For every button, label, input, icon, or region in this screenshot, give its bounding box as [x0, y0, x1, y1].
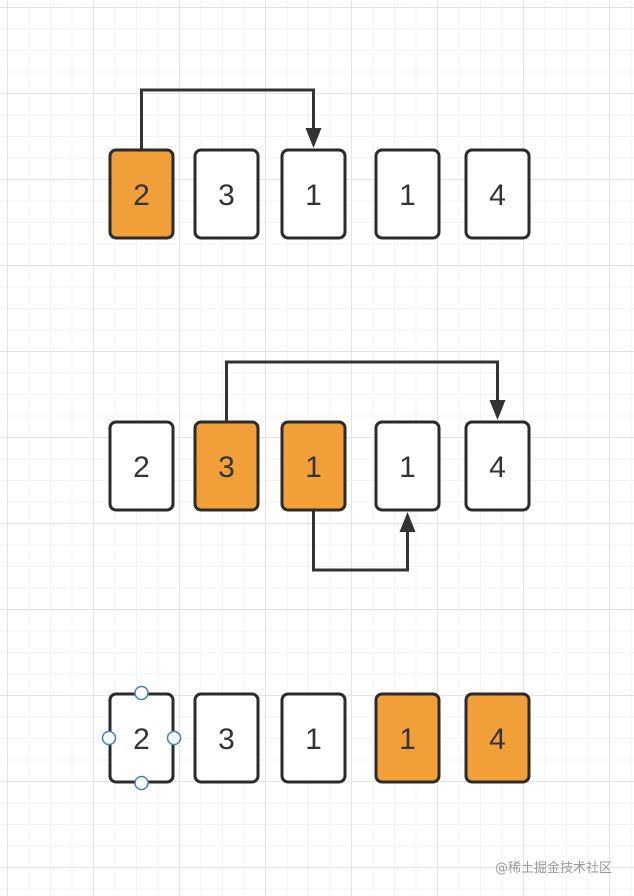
card-box-highlighted [108, 148, 175, 240]
card[interactable]: 1 [280, 420, 347, 512]
row-1: 2 3 1 1 4 [108, 148, 531, 240]
card-value: 4 [489, 723, 506, 756]
card-box [193, 148, 260, 240]
card-value: 4 [489, 179, 506, 212]
card[interactable]: 1 [374, 420, 441, 512]
card-value: 1 [305, 179, 322, 212]
arrow-head [305, 128, 322, 148]
card[interactable]: 4 [464, 692, 531, 784]
card-box [464, 148, 531, 240]
cards-layer: 2 3 1 1 4 2 3 1 1 4 2 3 1 1 4 [108, 148, 531, 784]
card[interactable]: 2 [108, 692, 175, 784]
card[interactable]: 2 [108, 420, 175, 512]
card[interactable]: 1 [374, 692, 441, 784]
card[interactable]: 3 [193, 420, 260, 512]
card[interactable]: 1 [280, 692, 347, 784]
card-value: 2 [133, 451, 150, 484]
card[interactable]: 2 [108, 148, 175, 240]
card-value: 1 [305, 451, 322, 484]
arrow-head [399, 512, 416, 532]
card-value: 3 [218, 451, 235, 484]
arrow-over [225, 360, 506, 422]
card-value: 4 [489, 451, 506, 484]
card-box-highlighted [464, 692, 531, 784]
card-box [280, 148, 347, 240]
handle-bottom[interactable] [134, 775, 149, 791]
selection-handles-layer [101, 685, 182, 791]
arrow-under [312, 510, 416, 572]
card-box [108, 420, 175, 512]
arrow-line [225, 360, 499, 422]
card[interactable]: 3 [193, 148, 260, 240]
arrow-head [489, 400, 506, 420]
card-value: 2 [133, 179, 150, 212]
arrow-line [140, 88, 315, 150]
card-box-highlighted [193, 420, 260, 512]
card[interactable]: 3 [193, 692, 260, 784]
card[interactable]: 1 [280, 148, 347, 240]
arrow-over [140, 88, 322, 150]
card[interactable]: 4 [464, 420, 531, 512]
handle-top[interactable] [134, 685, 149, 701]
card-box [374, 420, 441, 512]
card-box [464, 420, 531, 512]
handle-right[interactable] [166, 730, 182, 746]
arrow-line [312, 510, 409, 572]
card-value: 3 [218, 179, 235, 212]
card-box-highlighted [374, 692, 441, 784]
card-box-highlighted [280, 420, 347, 512]
card-value: 1 [399, 451, 416, 484]
card-box [374, 148, 441, 240]
handle-left[interactable] [101, 730, 117, 746]
arrows-layer [140, 88, 506, 572]
row-2: 2 3 1 1 4 [108, 420, 531, 512]
card-value: 2 [133, 723, 150, 756]
card-box [280, 692, 347, 784]
card[interactable]: 4 [464, 148, 531, 240]
card-value: 1 [399, 723, 416, 756]
card-value: 1 [399, 179, 416, 212]
watermark: @稀土掘金技术社区 [494, 861, 612, 876]
card-value: 3 [218, 723, 235, 756]
card-value: 1 [305, 723, 322, 756]
card-box [193, 692, 260, 784]
card[interactable]: 1 [374, 148, 441, 240]
